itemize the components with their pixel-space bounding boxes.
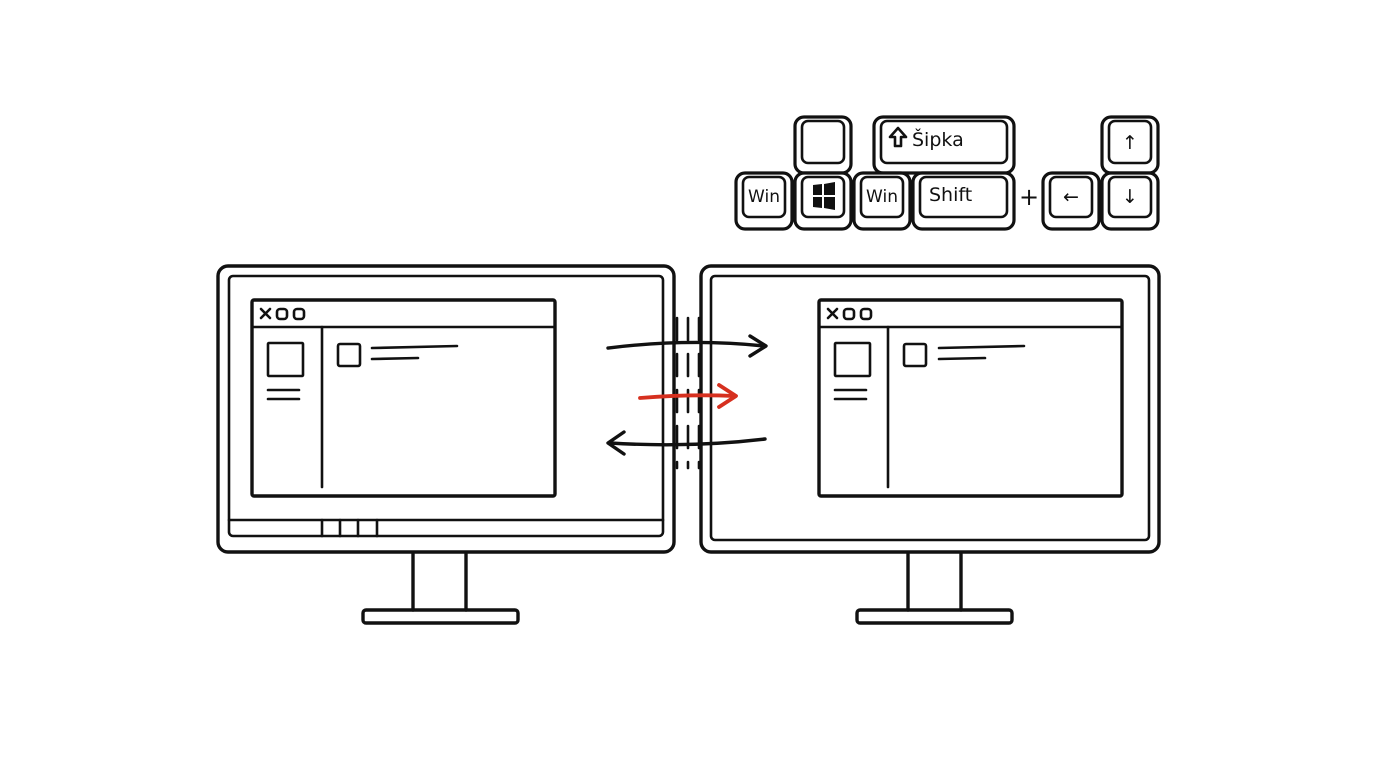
right-window-minimize-icon — [842, 307, 856, 321]
left-window-frame — [250, 298, 557, 498]
down-arrow-key-label: ↓ — [1122, 186, 1138, 208]
left-main-text-line — [370, 344, 459, 350]
right-main-text-line — [937, 356, 987, 361]
shift-arrow-key: Šipka — [872, 115, 1016, 175]
up-arrow-key: ↑ — [1100, 115, 1160, 175]
right-window-close-icon — [826, 307, 839, 320]
right-monitor-bezel — [699, 264, 1161, 554]
left-arrow-key: ← — [1041, 171, 1101, 231]
windows-logo-icon — [813, 182, 835, 210]
left-main-icon-box — [336, 342, 362, 368]
left-monitor — [216, 264, 676, 625]
down-arrow-key: ↓ — [1100, 171, 1160, 231]
right-window-frame — [817, 298, 1124, 498]
right-sidebar-thumbnail — [833, 341, 872, 378]
plus-sign: + — [1019, 183, 1039, 211]
win-key-right-label: Win — [866, 187, 898, 207]
left-sidebar-thumbnail — [266, 341, 305, 378]
left-taskbar-buttons — [320, 518, 379, 538]
blank-key — [793, 115, 853, 175]
shift-key-label: Shift — [929, 184, 972, 206]
win-key-left: Win — [734, 171, 794, 231]
left-main-text-line — [370, 356, 420, 361]
win-key-left-label: Win — [748, 187, 780, 207]
right-main-text-line — [937, 344, 1026, 350]
up-arrow-key-label: ↑ — [1122, 132, 1138, 154]
transfer-arrows — [606, 316, 768, 470]
shift-arrow-key-label: Šipka — [912, 127, 964, 151]
left-window-minimize-icon — [275, 307, 289, 321]
shift-arrow-icon — [888, 126, 908, 148]
left-window — [250, 298, 557, 498]
right-monitor — [699, 264, 1161, 625]
left-arrow-key-label: ← — [1063, 186, 1079, 208]
left-window-close-icon — [259, 307, 272, 320]
windows-logo-key — [793, 171, 853, 231]
left-monitor-screen — [227, 274, 665, 538]
arrow-right-top — [606, 334, 768, 358]
arrow-left-bottom — [606, 430, 767, 456]
right-monitor-screen — [709, 274, 1151, 542]
win-key-right: Win — [852, 171, 912, 231]
right-window — [817, 298, 1124, 498]
left-monitor-bezel — [216, 264, 676, 554]
keyboard-shortcut-group: Šipka ↑ Win Win — [734, 115, 1160, 231]
right-main-icon-box — [902, 342, 928, 368]
right-monitor-stand — [855, 552, 1014, 625]
shift-key: Shift — [911, 171, 1016, 231]
left-monitor-stand — [361, 552, 520, 625]
left-window-maximize-icon — [292, 307, 306, 321]
arrow-right-accent — [638, 383, 738, 409]
right-window-maximize-icon — [859, 307, 873, 321]
